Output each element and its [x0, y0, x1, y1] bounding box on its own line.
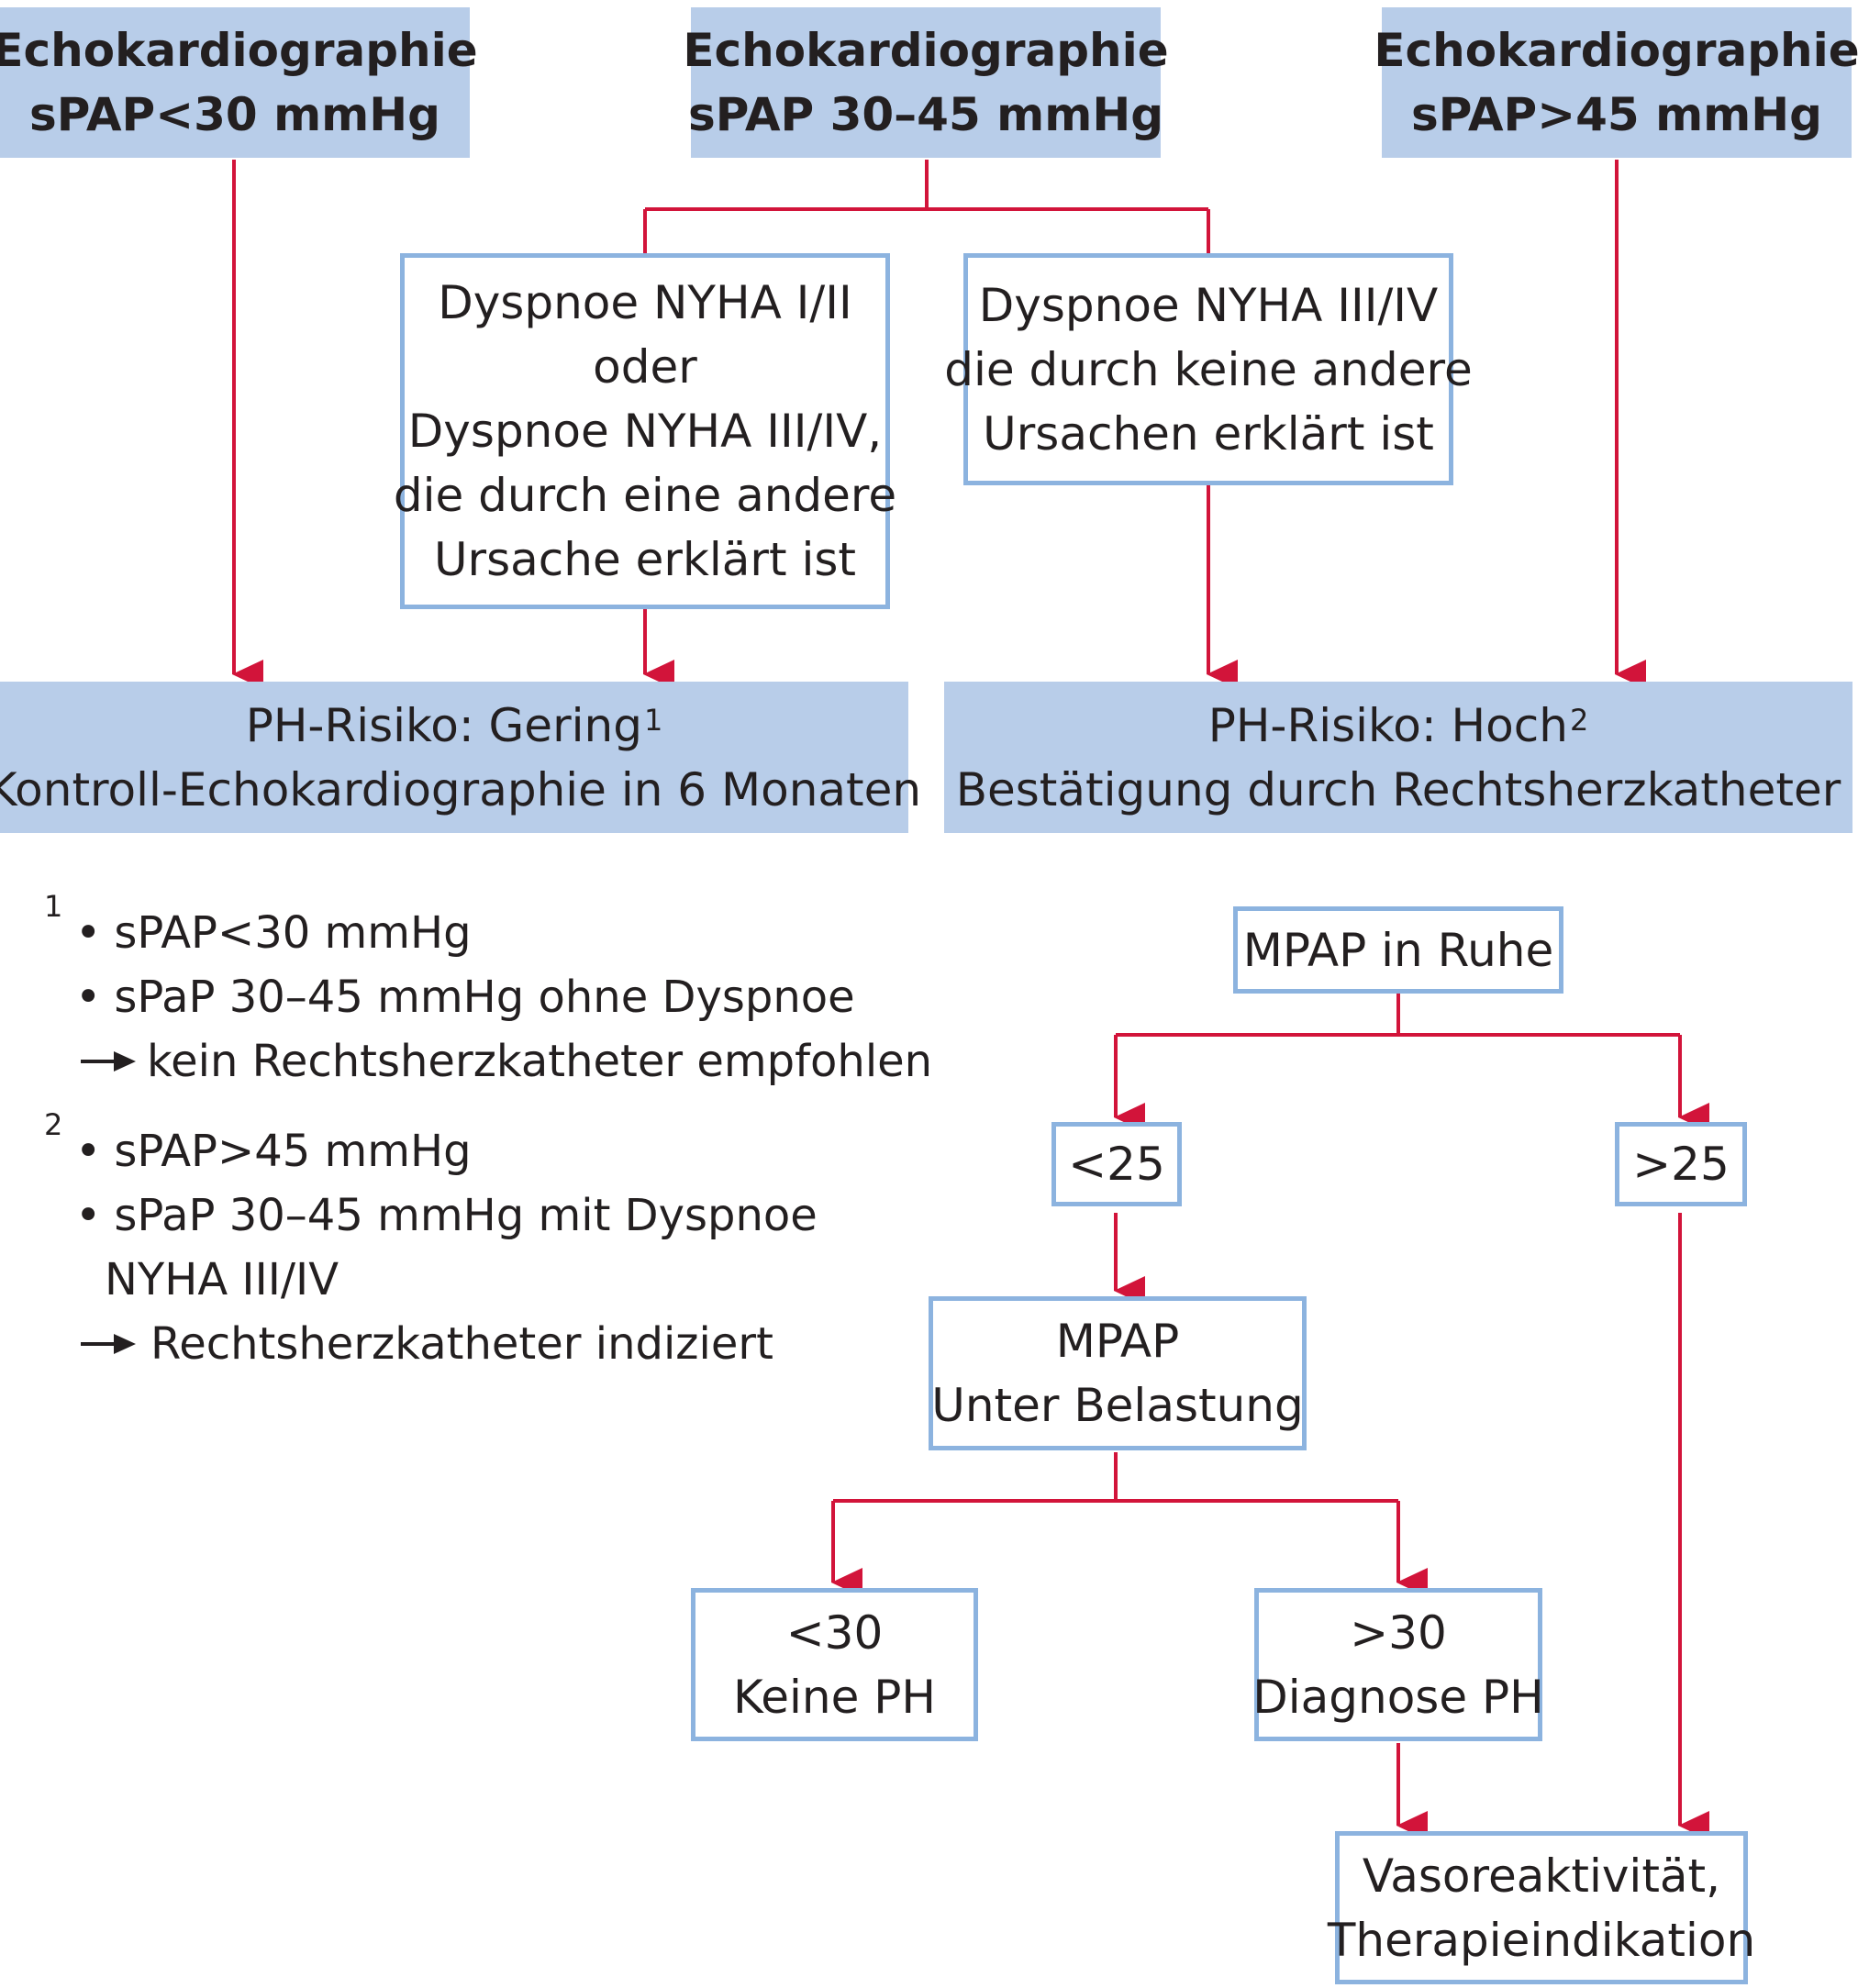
- mpap-rest-label: MPAP in Ruhe: [1242, 923, 1554, 977]
- mpap-gt25-label: >25: [1632, 1138, 1730, 1191]
- dyspnoe-left-line: die durch eine andere: [393, 469, 897, 522]
- risk-high-title-text: PH-Risiko: Hoch: [1207, 698, 1568, 752]
- risk-low-subtitle: Kontroll-Echokardiographie in 6 Monaten: [0, 762, 922, 816]
- mpap-gt25-box: >25: [1615, 1122, 1747, 1206]
- note1-conclusion: kein Rechtsherzkatheter empfohlen: [147, 1036, 933, 1087]
- dyspnoe-left-line: Ursache erklärt ist: [433, 533, 857, 586]
- note1-number: 1: [44, 889, 63, 924]
- final-line1: Vasoreaktivität,: [1362, 1849, 1721, 1903]
- risk-high-title: PH-Risiko: Hoch2: [1208, 694, 1589, 758]
- header-spap-low-line1: Echokardiographie: [0, 24, 478, 77]
- dyspnoe-right-line: Dyspnoe NYHA III/IV: [978, 278, 1439, 332]
- risk-low-title-text: PH-Risiko: Gering: [245, 698, 642, 752]
- dyspnoe-left-line: oder: [593, 340, 697, 394]
- note1-bullet: sPAP<30 mmHg: [75, 901, 471, 965]
- dyspnoe-left-box: Dyspnoe NYHA I/II oder Dyspnoe NYHA III/…: [394, 253, 896, 609]
- result-lt30-box: <30 Keine PH: [691, 1588, 978, 1741]
- note2-number: 2: [44, 1107, 63, 1142]
- mpap-exercise-line1: MPAP: [1055, 1315, 1180, 1368]
- mpap-lt25-box: <25: [1051, 1122, 1182, 1206]
- dyspnoe-right-box: Dyspnoe NYHA III/IV die durch keine ande…: [944, 253, 1473, 485]
- final-line2: Therapieindikation: [1327, 1913, 1756, 1967]
- result-gt30-box: >30 Diagnose PH: [1252, 1588, 1544, 1741]
- dyspnoe-left-line: Dyspnoe NYHA I/II: [438, 276, 852, 329]
- note2-continuation: NYHA III/IV: [105, 1254, 339, 1305]
- dyspnoe-left-line: Dyspnoe NYHA III/IV,: [407, 405, 883, 458]
- header-spap-high-line1: Echokardiographie: [1374, 24, 1858, 77]
- note1-bullet: sPaP 30–45 mmHg ohne Dyspnoe: [75, 965, 854, 1029]
- header-spap-high-line2: sPAP>45 mmHg: [1411, 88, 1822, 141]
- footnote-ref-1: 1: [643, 702, 663, 738]
- note2-conclusion: Rechtsherzkatheter indiziert: [150, 1318, 773, 1370]
- header-spap-mid: Echokardiographie sPAP 30–45 mmHg: [683, 7, 1169, 158]
- final-box: Vasoreaktivität, Therapieindikation: [1328, 1831, 1755, 1984]
- dyspnoe-right-line: die durch keine andere: [944, 342, 1473, 396]
- mpap-exercise-box: MPAP Unter Belastung: [929, 1296, 1307, 1450]
- result-lt30-line1: <30: [785, 1605, 884, 1660]
- header-spap-low-line2: sPAP<30 mmHg: [29, 88, 440, 141]
- mpap-rest-box: MPAP in Ruhe: [1233, 906, 1563, 994]
- result-gt30-line1: >30: [1350, 1605, 1447, 1660]
- header-spap-mid-line1: Echokardiographie: [683, 24, 1169, 77]
- result-gt30-line2: Diagnose PH: [1252, 1670, 1544, 1724]
- risk-low-box: PH-Risiko: Gering1 Kontroll-Echokardiogr…: [0, 682, 921, 833]
- risk-high-box: PH-Risiko: Hoch2 Bestätigung durch Recht…: [944, 682, 1852, 833]
- mpap-exercise-line2: Unter Belastung: [931, 1379, 1304, 1432]
- header-spap-high: Echokardiographie sPAP>45 mmHg: [1374, 7, 1858, 158]
- mpap-lt25-label: <25: [1068, 1138, 1165, 1191]
- risk-high-subtitle: Bestätigung durch Rechtsherzkatheter: [955, 762, 1841, 816]
- header-spap-mid-line2: sPAP 30–45 mmHg: [688, 88, 1163, 141]
- footnote-ref-2: 2: [1569, 702, 1589, 738]
- dyspnoe-right-line: Ursachen erklärt ist: [983, 406, 1434, 461]
- risk-low-title: PH-Risiko: Gering1: [246, 694, 663, 758]
- header-spap-low: Echokardiographie sPAP<30 mmHg: [0, 7, 478, 158]
- result-lt30-line2: Keine PH: [732, 1670, 937, 1724]
- note2-bullet: sPAP>45 mmHg: [75, 1119, 471, 1183]
- note2-bullet: sPaP 30–45 mmHg mit Dyspnoe: [75, 1183, 818, 1248]
